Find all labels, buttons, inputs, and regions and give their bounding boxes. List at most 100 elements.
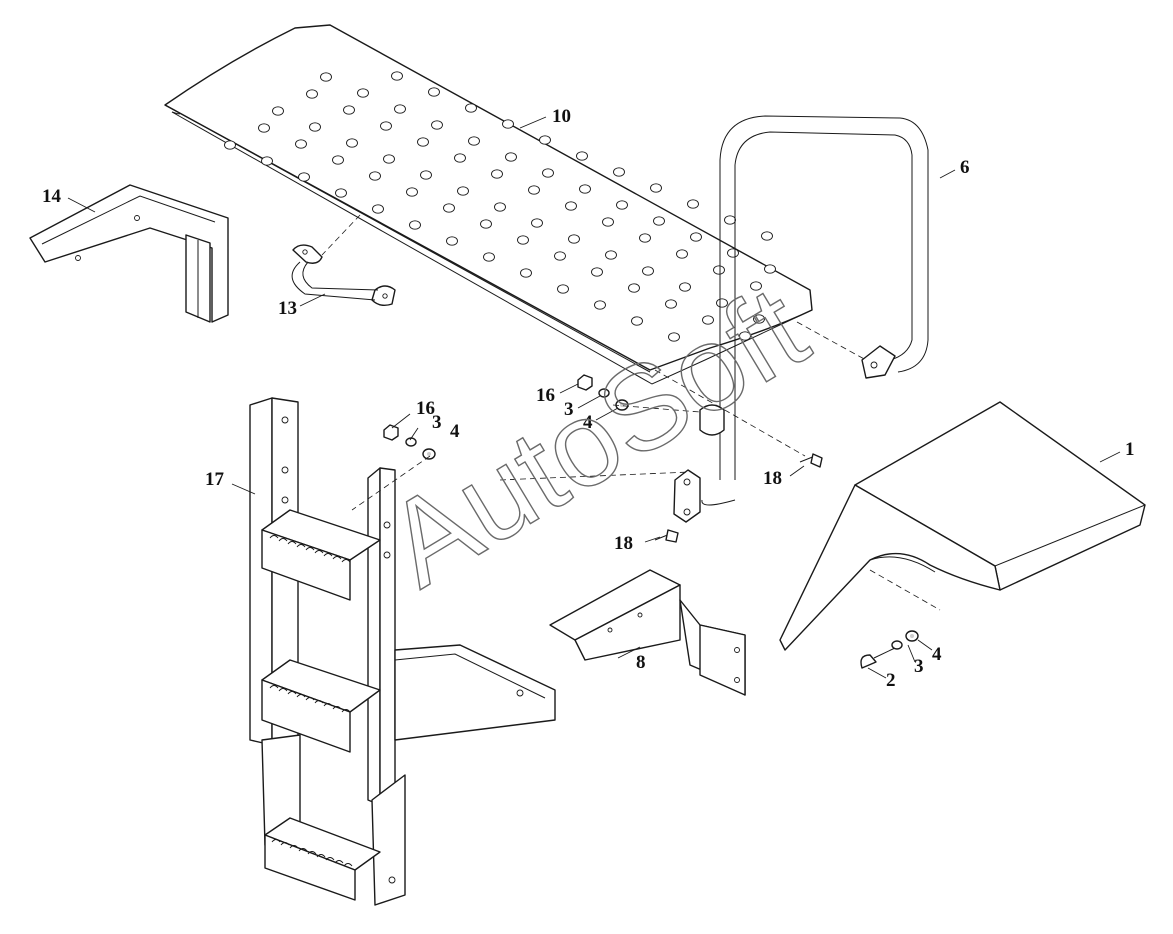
- tread-tooth: [307, 851, 317, 855]
- callout-17: 17: [205, 469, 225, 490]
- perforation-dot: [417, 137, 429, 147]
- perforation-dot: [764, 264, 776, 274]
- tread-tooth: [332, 706, 342, 710]
- perforation-dot: [491, 169, 503, 179]
- perforation-dot: [457, 186, 469, 196]
- callout-4-center: 4: [583, 412, 593, 433]
- callout-4-left: 4: [450, 421, 460, 442]
- callout-18-upper: 18: [763, 468, 782, 489]
- perforation-dot: [602, 217, 614, 227]
- support-bracket-part-8: [549, 569, 746, 696]
- perforation-dot: [665, 299, 677, 309]
- tread-tooth: [323, 553, 333, 557]
- callout-3-center: 3: [564, 399, 574, 420]
- perforation-dot: [372, 204, 384, 214]
- tread-tooth: [305, 697, 315, 701]
- perforation-dot: [650, 183, 662, 193]
- perforation-dot: [605, 250, 617, 260]
- perforation-dot: [690, 232, 702, 242]
- step-ladder-part-17: [249, 397, 556, 906]
- perforation-dot: [468, 136, 480, 146]
- perforation-dot: [224, 140, 236, 150]
- tread-tooth: [271, 839, 281, 843]
- perforation-dot: [727, 248, 739, 258]
- perforation-dot: [579, 184, 591, 194]
- tread-tooth: [296, 544, 306, 548]
- hardware-2-3-4-right: [860, 630, 919, 669]
- perforation-dot: [298, 172, 310, 182]
- tread-tooth: [325, 857, 335, 861]
- perforation-dot: [306, 89, 318, 99]
- perforation-dot: [320, 72, 332, 82]
- perforation-dot: [465, 103, 477, 113]
- perforation-dot: [739, 331, 751, 341]
- perforation-dot: [309, 122, 321, 132]
- tread-tooth: [289, 845, 299, 849]
- callout-8: 8: [636, 652, 646, 673]
- tread-tooth: [314, 550, 324, 554]
- perforation-dot: [761, 231, 773, 241]
- perforation-dot: [505, 152, 517, 162]
- callout-16-center: 16: [536, 385, 555, 406]
- perforation-dot: [332, 155, 344, 165]
- perforation-dot: [494, 202, 506, 212]
- perforation-dot: [613, 167, 625, 177]
- perforation-dot: [594, 300, 606, 310]
- callout-13: 13: [278, 298, 297, 319]
- tread-tooth: [316, 854, 326, 858]
- perforation-dot: [295, 139, 307, 149]
- perforation-dot: [554, 251, 566, 261]
- tread-tooth: [287, 691, 297, 695]
- perforation-dot: [520, 268, 532, 278]
- tread-tooth: [323, 703, 333, 707]
- callout-2: 2: [886, 670, 896, 691]
- perforation-dot: [272, 106, 284, 116]
- perforation-dot: [576, 151, 588, 161]
- perforation-dot: [502, 119, 514, 129]
- perforation-dot: [591, 267, 603, 277]
- hardware-16-3-4-left: [383, 424, 436, 460]
- perforation-dot: [394, 104, 406, 114]
- perforation-dot: [446, 236, 458, 246]
- leader-lines: [67, 116, 1121, 679]
- perforation-dot: [542, 168, 554, 178]
- tread-tooth: [332, 556, 342, 560]
- tread-tooth: [269, 535, 279, 539]
- callout-4-right: 4: [932, 644, 942, 665]
- perforation-dot: [369, 171, 381, 181]
- callout-6: 6: [960, 157, 970, 178]
- perforation-dot: [539, 135, 551, 145]
- perforation-dot: [409, 220, 421, 230]
- perforation-dot: [258, 123, 270, 133]
- perforation-dot: [346, 138, 358, 148]
- tread-tooth: [343, 863, 353, 867]
- bracket-part-14: [29, 184, 229, 323]
- step-platform-part-10: [164, 24, 813, 385]
- tread-tooth: [287, 541, 297, 545]
- handrail-part-6: [673, 115, 929, 523]
- callout-18-lower: 18: [614, 533, 633, 554]
- platform-perforations: [224, 71, 776, 342]
- perforation-dot: [679, 282, 691, 292]
- perforation-dot: [428, 87, 440, 97]
- perforation-dot: [531, 218, 543, 228]
- tread-tooth: [341, 709, 351, 713]
- callout-3-left: 3: [432, 412, 442, 433]
- perforation-dot: [406, 187, 418, 197]
- perforation-dot: [343, 105, 355, 115]
- perforation-dot: [443, 203, 455, 213]
- tread-tooth: [269, 685, 279, 689]
- callout-1: 1: [1125, 439, 1135, 460]
- perforation-dot: [528, 185, 540, 195]
- step-tread-teeth: [269, 535, 353, 867]
- perforation-dot: [454, 153, 466, 163]
- perforation-dot: [631, 316, 643, 326]
- perforation-dot: [380, 121, 392, 131]
- callout-labels: 1 2 3 4 6 8 10 13 14 16 3 4 16 3 4 17 18…: [42, 106, 1135, 691]
- perforation-dot: [420, 170, 432, 180]
- perforation-dot: [335, 188, 347, 198]
- perforation-dot: [687, 199, 699, 209]
- perforation-dot: [653, 216, 665, 226]
- perforation-dot: [557, 284, 569, 294]
- tread-tooth: [298, 848, 308, 852]
